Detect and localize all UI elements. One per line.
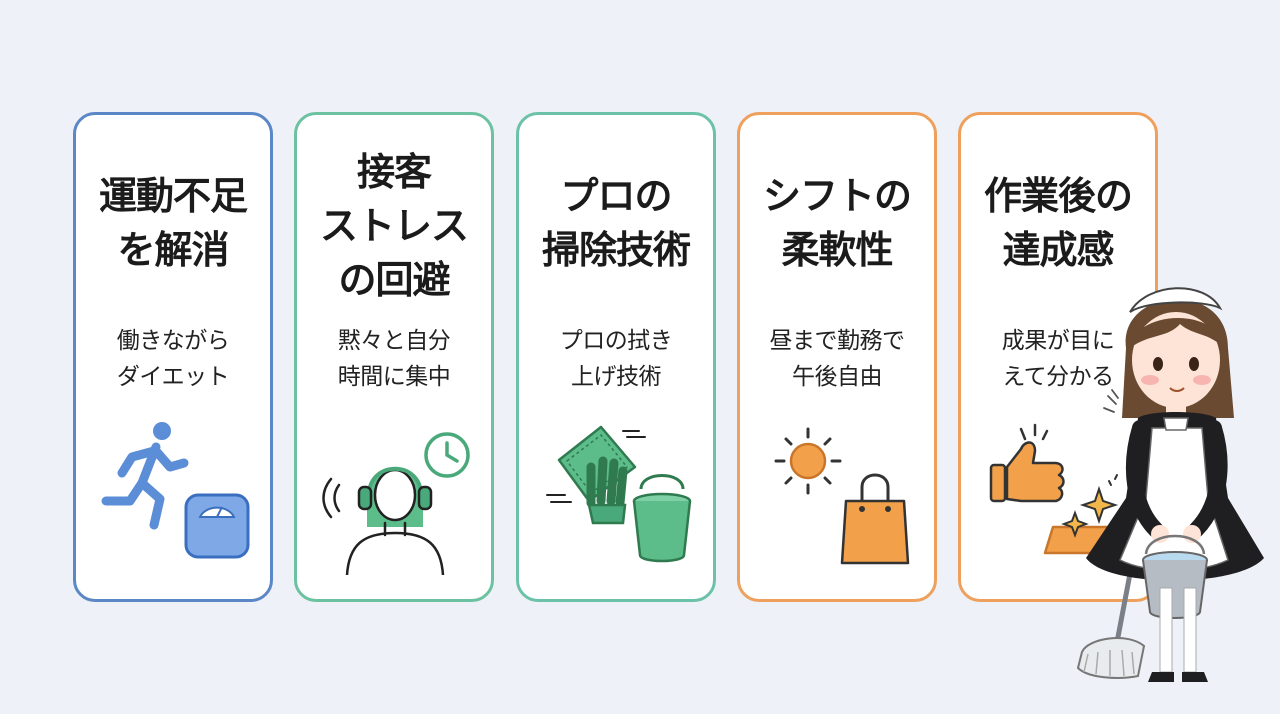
card-title: プロの 掃除技術 <box>541 174 691 272</box>
card-illustration <box>101 422 250 559</box>
maid-character-illustration <box>1076 287 1264 682</box>
cleaning-cloth-hand-icon <box>546 425 646 525</box>
card-subtitle: 成果が目に えて分かる <box>1001 328 1115 390</box>
bucket-icon <box>632 474 692 563</box>
card-illustration <box>774 427 910 565</box>
thumbs-up-icon <box>989 423 1065 503</box>
card-illustration <box>546 425 692 563</box>
weight-scale-icon <box>184 493 250 559</box>
card-shift-flexibility: シフトの 柔軟性 昼まで勤務で 午後自由 <box>737 112 937 602</box>
card-achievement: 作業後の 達成感 成果が目に えて分かる <box>958 112 1158 602</box>
card-subtitle: 昼まで勤務で 午後自由 <box>769 328 906 390</box>
card-illustration <box>322 432 470 575</box>
card-stress: 接客 ストレス の回避 黙々と自分 時間に集中 <box>294 112 494 602</box>
sun-icon <box>774 427 842 495</box>
card-subtitle: プロの拭き 上げ技術 <box>559 328 673 390</box>
card-title: シフトの 柔軟性 <box>762 174 912 272</box>
person-with-headphones-icon <box>322 466 445 575</box>
card-subtitle: 働きながら ダイエット <box>116 328 230 390</box>
card-title: 運動不足 を解消 <box>98 174 248 272</box>
card-cleaning-skill: プロの 掃除技術 プロの拭き 上げ技術 <box>516 112 716 602</box>
card-subtitle: 黙々と自分 時間に集中 <box>337 328 451 390</box>
clock-icon <box>424 432 470 478</box>
card-title: 作業後の 達成感 <box>983 174 1133 272</box>
shopping-bag-icon <box>840 473 910 565</box>
card-exercise: 運動不足 を解消 働きながら ダイエット <box>73 112 273 602</box>
running-person-icon <box>101 422 189 530</box>
card-title: 接客 ストレス の回避 <box>319 150 469 302</box>
